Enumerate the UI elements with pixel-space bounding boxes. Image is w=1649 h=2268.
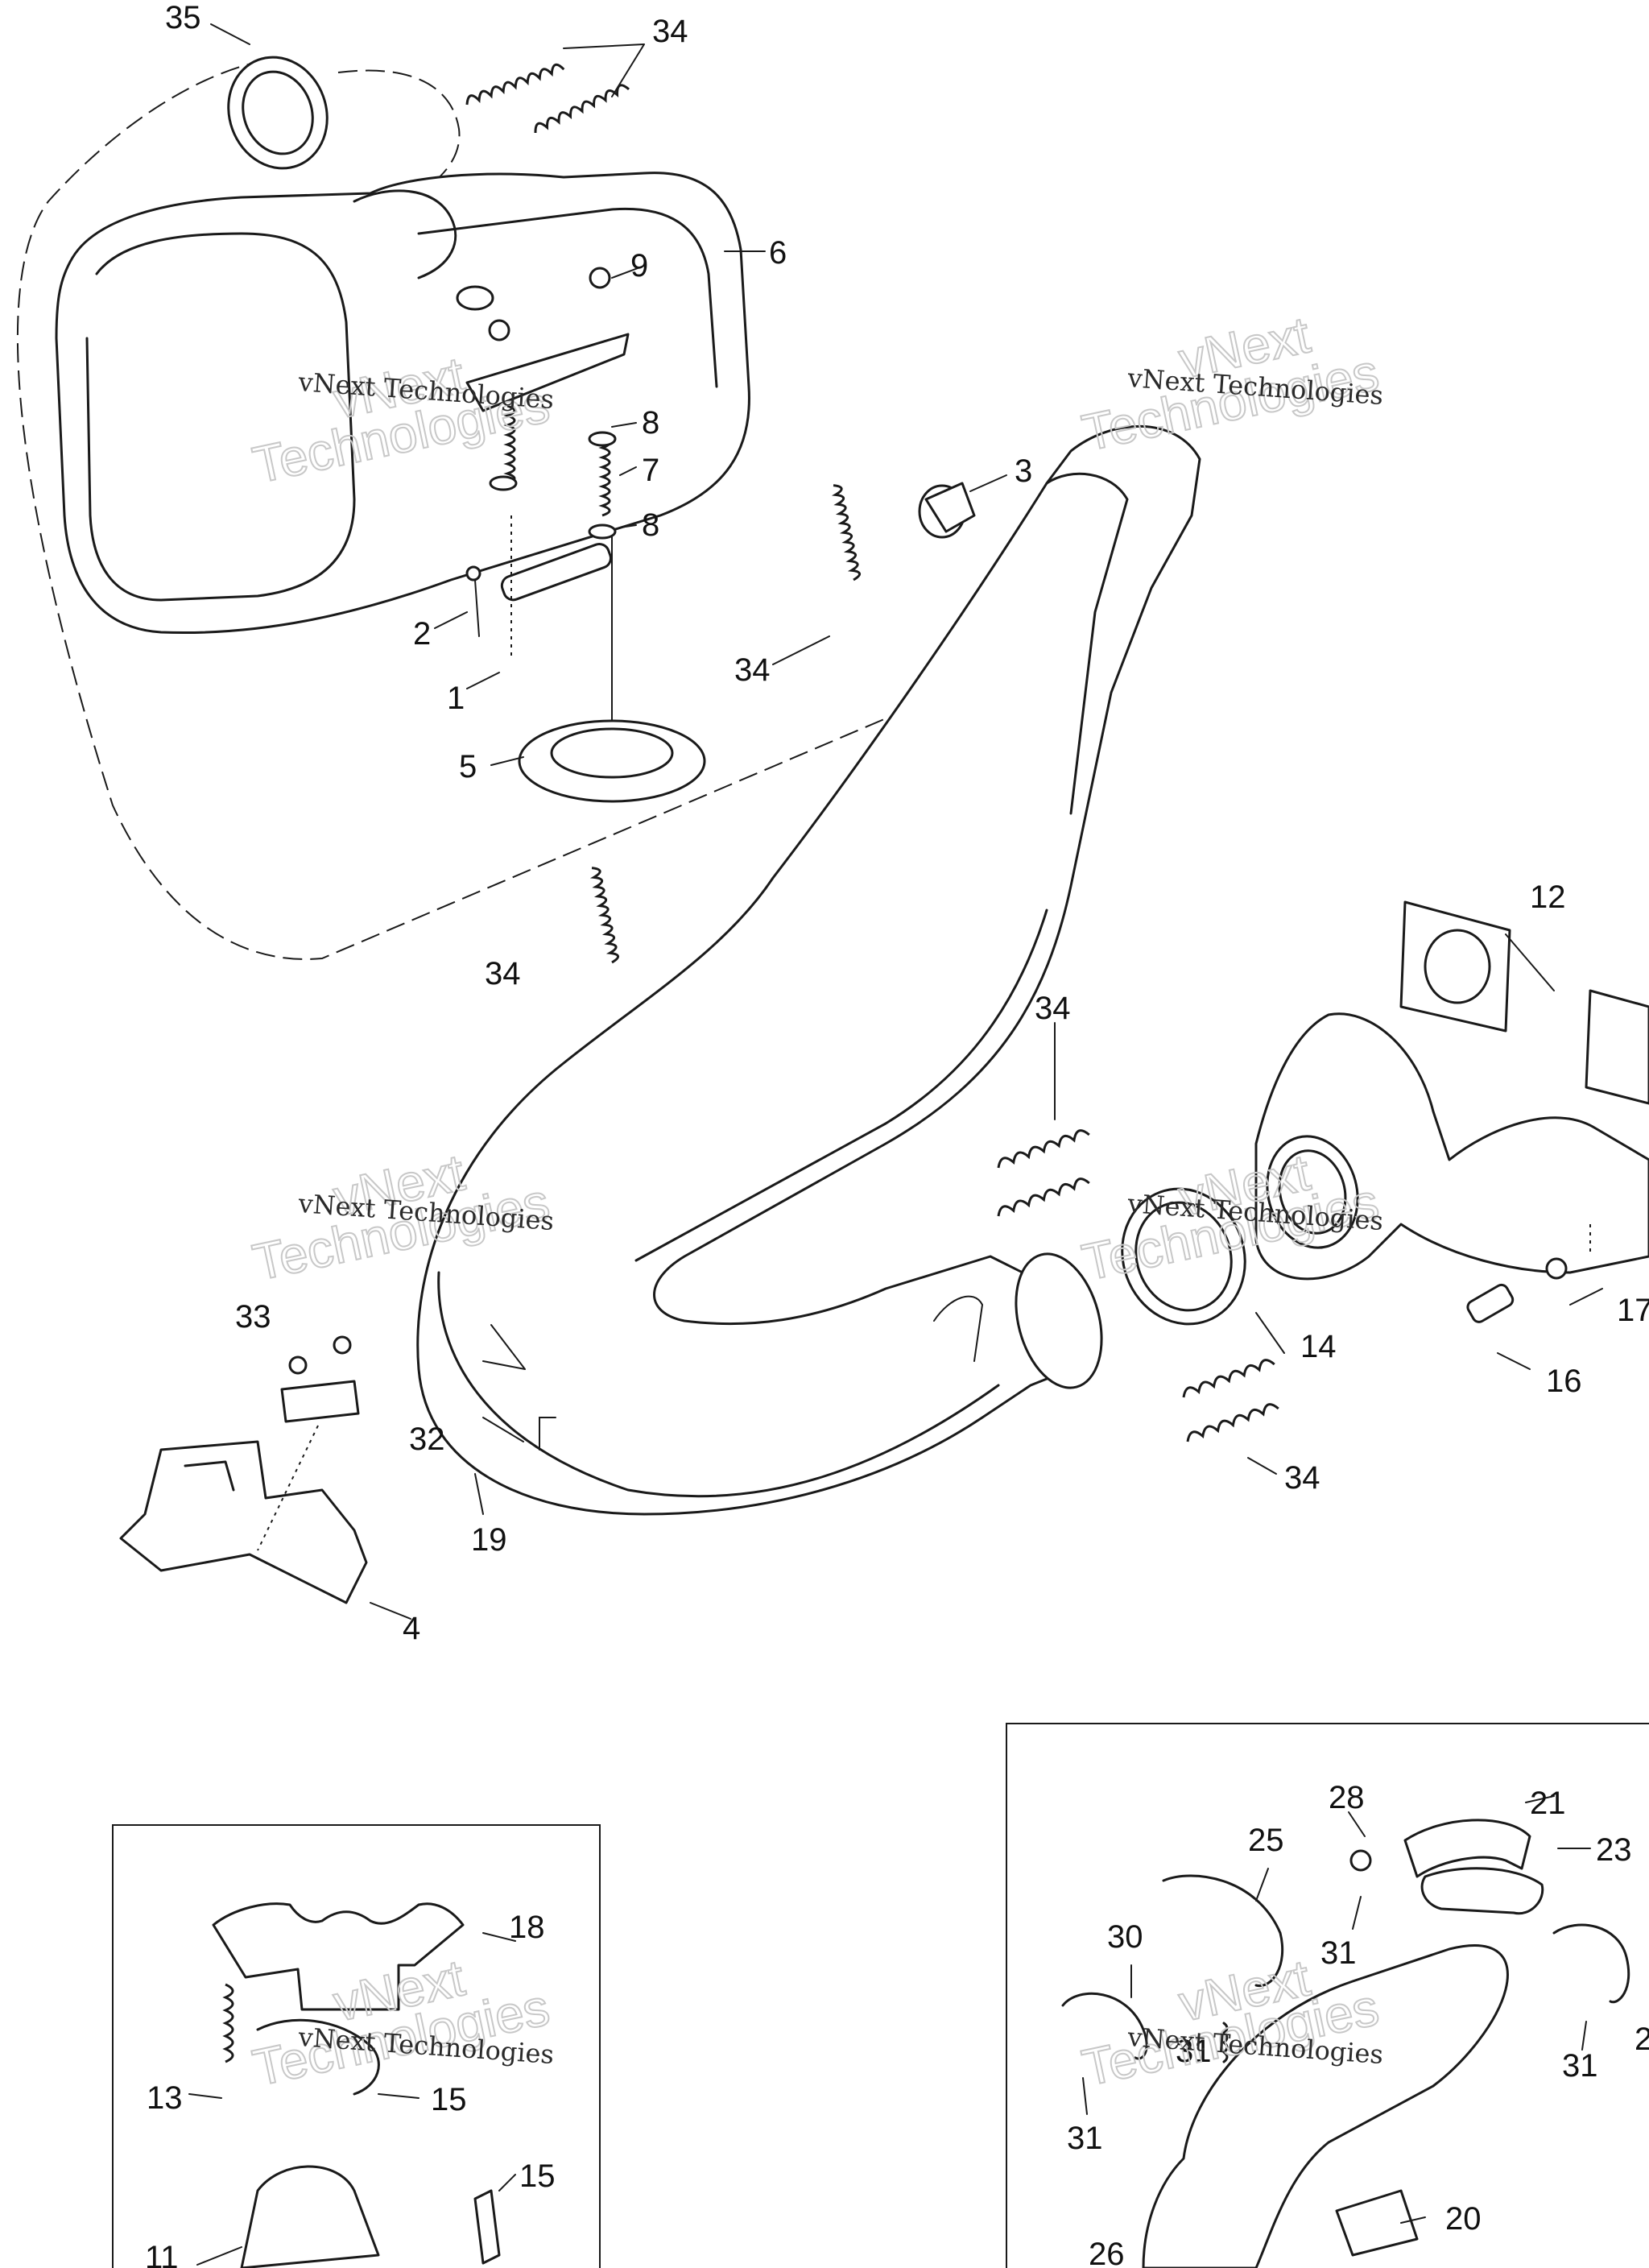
callout-16: 16 <box>1546 1364 1582 1399</box>
muffler-part-6 <box>16 60 1080 960</box>
callout-31: 31 <box>1562 2048 1598 2084</box>
leader-lines <box>188 23 1603 2266</box>
callout-23: 23 <box>1596 1832 1632 1868</box>
inset-box-left <box>112 1824 601 2268</box>
inset-box-right <box>1006 1723 1649 2268</box>
callout-31: 31 <box>1176 2034 1212 2069</box>
callout-9: 9 <box>630 248 648 284</box>
watermark-2: vNext Technologies vNext Technologies <box>1077 304 1384 462</box>
callout-34: 34 <box>734 652 771 688</box>
bumper-part-3 <box>918 482 976 539</box>
callout-6: 6 <box>769 235 787 271</box>
callout-34: 34 <box>652 14 688 49</box>
callout-17: 17 <box>1617 1293 1649 1328</box>
callout-28: 28 <box>1329 1780 1365 1815</box>
callout-3: 3 <box>1015 453 1032 489</box>
callout-34: 34 <box>485 956 521 991</box>
callout-21: 21 <box>1530 1786 1566 1821</box>
callout-31: 31 <box>1067 2121 1103 2156</box>
callout-30: 30 <box>1107 1919 1143 1955</box>
springs-part-34-top <box>465 63 630 134</box>
sleeve-part-35 <box>227 56 329 170</box>
callout-7: 7 <box>642 453 659 488</box>
callout-15: 15 <box>519 2158 556 2194</box>
callout-15: 15 <box>431 2082 467 2117</box>
spring-part-34-mid <box>589 484 862 964</box>
callout-4: 4 <box>403 1611 420 1646</box>
callout-33: 33 <box>235 1299 271 1335</box>
callout-11: 11 <box>145 2240 179 2268</box>
callout-25: 25 <box>1248 1823 1284 1858</box>
exhaust-pipe-part-19 <box>416 424 1201 1516</box>
callout-19: 19 <box>471 1522 507 1558</box>
callout-34: 34 <box>1035 991 1071 1026</box>
callout-12: 12 <box>1530 879 1566 915</box>
callout-26: 26 <box>1089 2237 1125 2268</box>
callouts: 35 34 6 9 8 7 8 2 1 5 3 34 34 12 34 17 1… <box>145 0 1649 2268</box>
callout-34: 34 <box>1284 1460 1320 1496</box>
callout-1: 1 <box>447 681 465 716</box>
callout-8: 8 <box>642 507 659 543</box>
callout-2: 2 <box>413 616 431 652</box>
callout-20: 20 <box>1445 2201 1482 2237</box>
callout-5: 5 <box>459 749 477 784</box>
callout-14: 14 <box>1300 1329 1337 1364</box>
grommet-part-5 <box>518 719 706 803</box>
springs-part-34-right <box>997 1129 1279 1442</box>
callout-2: 2 <box>1635 2022 1649 2057</box>
callout-35: 35 <box>165 0 201 35</box>
callout-18: 18 <box>509 1910 545 1945</box>
callout-13: 13 <box>147 2080 183 2116</box>
plate-part-32 <box>257 1335 360 1551</box>
callout-8: 8 <box>642 405 659 441</box>
manifold-part-12 <box>1254 900 1649 1281</box>
callout-32: 32 <box>409 1422 445 1457</box>
callout-31: 31 <box>1320 1935 1357 1971</box>
screw-part-16-washer-17 <box>1466 1224 1591 1323</box>
ring-part-14 <box>1121 1187 1246 1326</box>
muffler-mount-hardware <box>465 267 630 758</box>
bracket-part-4 <box>119 1440 368 1604</box>
